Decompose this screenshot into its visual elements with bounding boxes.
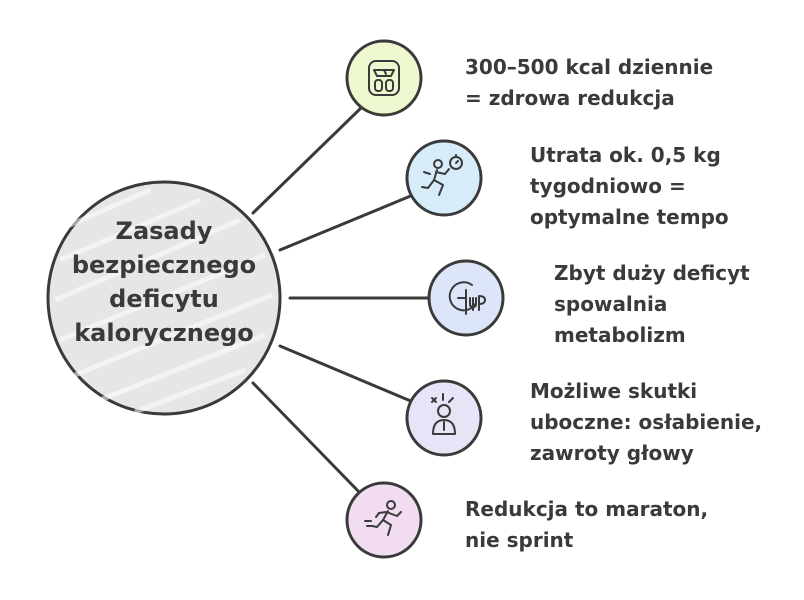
connector-5 (251, 381, 364, 497)
item-1-label: 300–500 kcal dziennie = zdrowa redukcja (465, 52, 713, 114)
center-title-line: kalorycznego (74, 319, 254, 347)
node-5 (345, 481, 423, 559)
connectors (251, 105, 435, 497)
item-2-label-line: Utrata ok. 0,5 kg (530, 143, 721, 167)
item-5-label: Redukcja to maraton, nie sprint (465, 494, 708, 556)
node-4 (405, 379, 483, 457)
node-1-circle (345, 39, 423, 117)
metabolism-gauge-icon (448, 281, 486, 315)
connector-2 (278, 193, 415, 252)
item-4-label-line: zawroty głowy (530, 441, 694, 465)
center-title: Zasady bezpiecznego deficytu kaloryczneg… (48, 214, 280, 350)
item-1-label-line: 300–500 kcal dziennie (465, 55, 714, 79)
item-5-label-line: Redukcja to maraton, (465, 497, 709, 521)
node-1 (345, 39, 423, 117)
item-5-label-line: nie sprint (465, 528, 574, 552)
item-1-label-line: = zdrowa redukcja (465, 86, 675, 110)
node-2-circle (405, 139, 483, 217)
runner-icon (364, 500, 402, 536)
center-title-line: Zasady (115, 217, 213, 245)
center-title-line: bezpiecznego (71, 251, 257, 279)
item-2-label-line: optymalne tempo (530, 205, 729, 229)
item-3-label-line: metabolizm (554, 323, 686, 347)
item-3-label-line: Zbyt duży deficyt (554, 261, 750, 285)
item-3-label: Zbyt duży deficyt spowalnia metabolizm (554, 258, 750, 351)
item-3-label-line: spowalnia (554, 292, 668, 316)
node-2 (405, 139, 483, 217)
running-stopwatch-icon (421, 154, 463, 196)
scale-icon (368, 60, 400, 96)
node-3 (427, 259, 505, 337)
item-4-label: Możliwe skutki uboczne: osłabienie, zawr… (530, 376, 762, 469)
center-node (46, 180, 282, 416)
connector-1 (251, 105, 364, 215)
connector-4 (278, 344, 415, 404)
item-4-label-line: Możliwe skutki (530, 379, 698, 403)
item-2-label-line: tygodniowo = (530, 174, 686, 198)
dizzy-person-icon (431, 393, 456, 435)
item-2-label: Utrata ok. 0,5 kg tygodniowo = optymalne… (530, 140, 729, 233)
item-4-label-line: uboczne: osłabienie, (530, 410, 763, 434)
center-title-line: deficytu (109, 285, 219, 313)
